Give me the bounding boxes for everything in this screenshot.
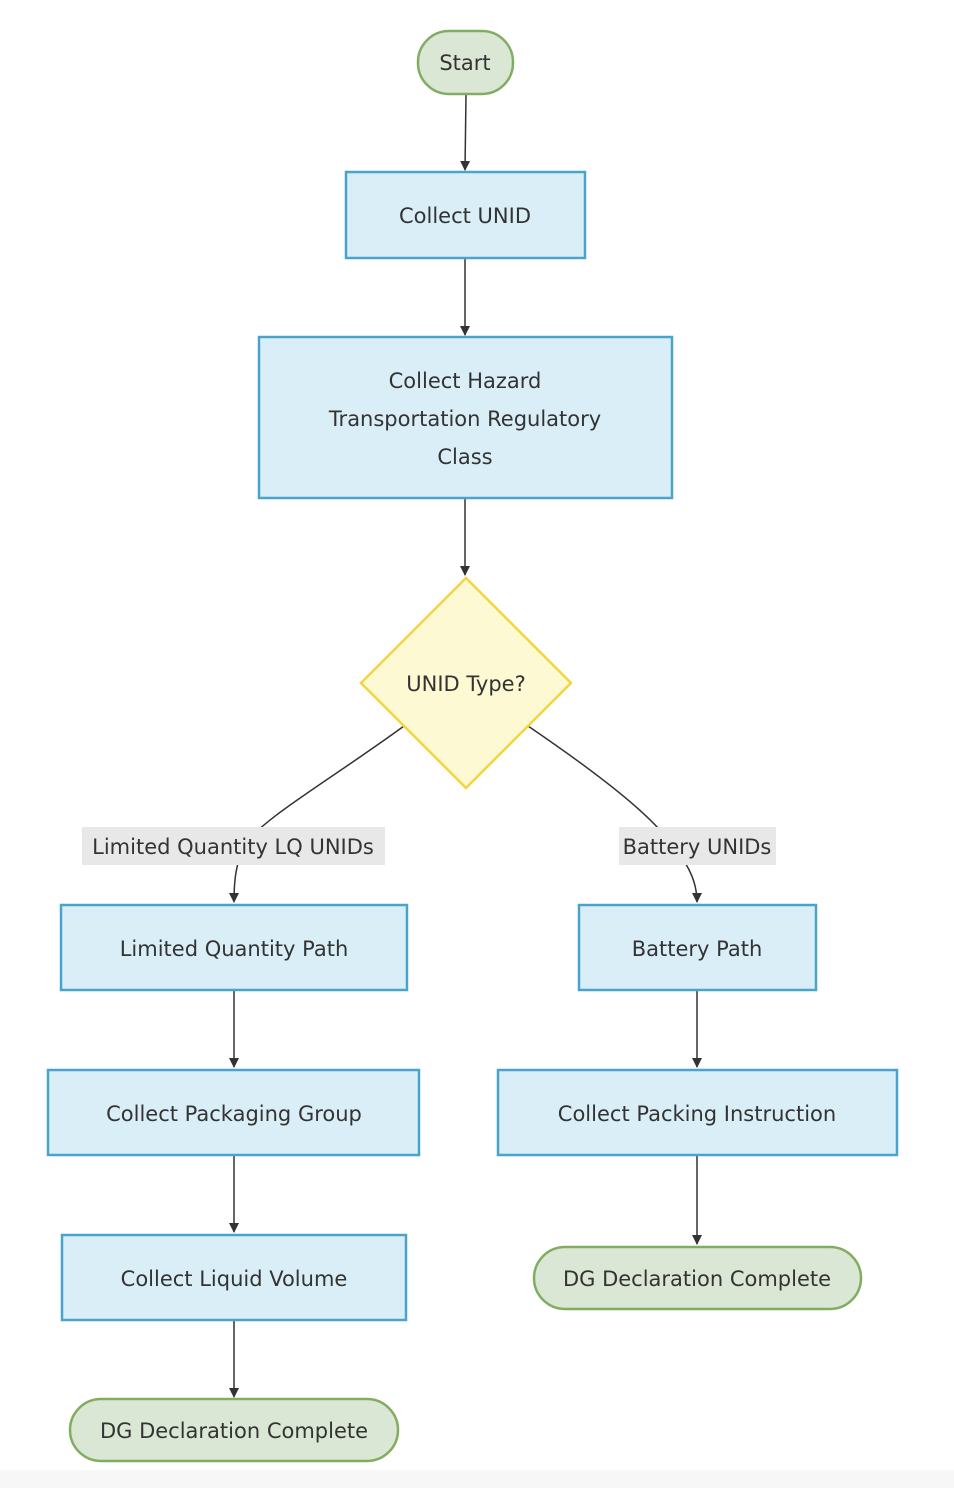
collect-hazard-class-label-line-2: Transportation Regulatory (328, 407, 601, 431)
collect-hazard-class-label-line-1: Collect Hazard (389, 369, 542, 393)
collect-unid-node: Collect UNID (344, 170, 587, 260)
collect-liquid-volume-label: Collect Liquid Volume (121, 1267, 348, 1291)
collect-packing-instruction-node: Collect Packing Instruction (496, 1068, 899, 1157)
unid-type-decision-label: UNID Type? (406, 672, 526, 696)
dg-complete-battery-label: DG Declaration Complete (563, 1267, 831, 1291)
lq-path-node: Limited Quantity Path (59, 903, 409, 992)
edge-label-battery-text: Battery UNIDs (623, 835, 772, 859)
edge-label-battery: Battery UNIDs (619, 827, 776, 865)
collect-packaging-group-node: Collect Packaging Group (46, 1068, 421, 1157)
dg-complete-lq-label: DG Declaration Complete (100, 1419, 368, 1443)
collect-hazard-class-node: Collect Hazard Transportation Regulatory… (257, 335, 674, 500)
collect-unid-label: Collect UNID (399, 204, 531, 228)
edge-label-lq: Limited Quantity LQ UNIDs (82, 827, 385, 865)
collect-hazard-class-label-line-3: Class (437, 445, 492, 469)
start-node-label: Start (439, 51, 490, 75)
start-node: Start (416, 29, 515, 96)
lq-path-label: Limited Quantity Path (120, 937, 349, 961)
dg-complete-battery-node: DG Declaration Complete (532, 1245, 863, 1311)
bottom-strip (0, 1470, 954, 1488)
collect-liquid-volume-node: Collect Liquid Volume (60, 1233, 408, 1322)
battery-path-node: Battery Path (577, 903, 818, 992)
collect-packing-instruction-label: Collect Packing Instruction (558, 1102, 836, 1126)
edge-decision-to-lq-path (229, 725, 405, 903)
collect-packaging-group-label: Collect Packaging Group (106, 1102, 362, 1126)
edge-label-lq-text: Limited Quantity LQ UNIDs (92, 835, 374, 859)
unid-type-decision-node: UNID Type? (359, 576, 573, 790)
dg-complete-lq-node: DG Declaration Complete (68, 1397, 400, 1463)
battery-path-label: Battery Path (632, 937, 763, 961)
edge-start-to-collect-unid (460, 94, 471, 171)
edge-decision-to-battery-path (527, 725, 702, 903)
